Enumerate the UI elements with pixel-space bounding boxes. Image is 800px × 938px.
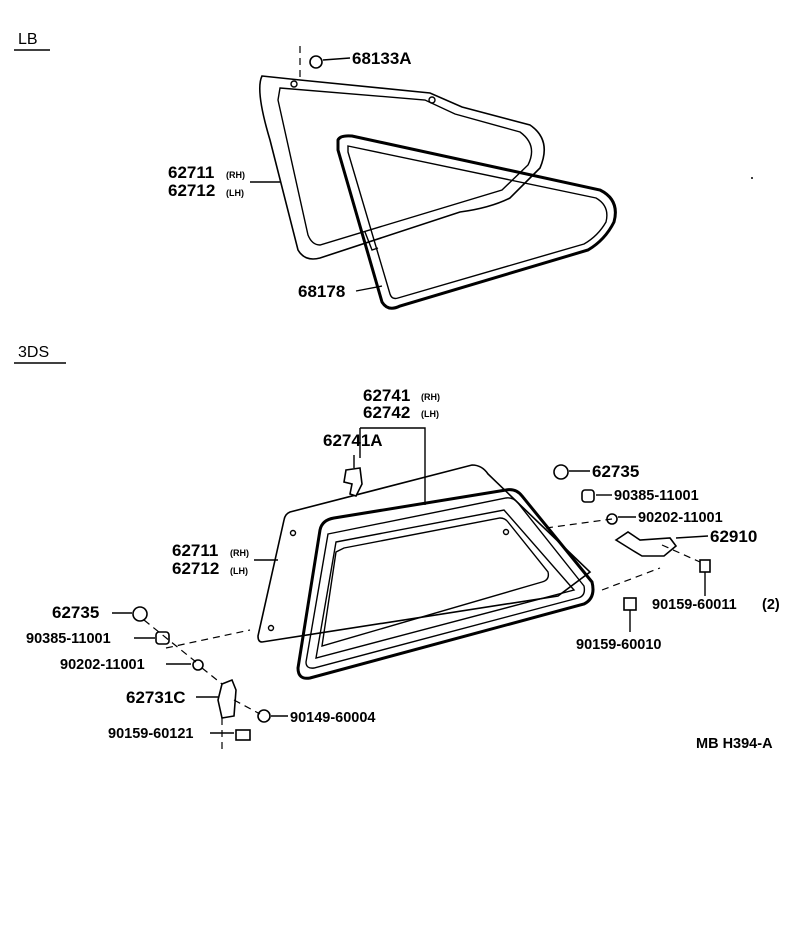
label-qty-2: (2) [762, 597, 780, 613]
lb-weatherstrip-inner [347, 145, 608, 300]
label-62741: 62741 [363, 386, 410, 405]
ds-hinge-62731c [217, 678, 237, 719]
label-62742: 62742 [363, 403, 410, 422]
label-lb-62711-rh: (RH) [226, 170, 245, 180]
label-62735-left: 62735 [52, 603, 99, 622]
lb-quarter-glass [258, 75, 546, 260]
label-90385-right: 90385-11001 [614, 488, 699, 504]
label-lb-62712-lh: (LH) [226, 188, 244, 198]
lb-weatherstrip-callout [355, 285, 383, 292]
label-68178: 68178 [298, 282, 345, 301]
ds-spacer-right [581, 489, 595, 503]
ds-glass-hole-1 [289, 529, 297, 537]
ds-moulding-clip-62741a [343, 467, 363, 497]
label-68133a: 68133A [352, 49, 412, 68]
label-62910: 62910 [710, 527, 757, 546]
ds-cap-left [132, 606, 148, 622]
label-62741a: 62741A [323, 431, 383, 450]
ds-washer-left [192, 659, 204, 671]
label-62741-rh: (RH) [421, 392, 440, 402]
label-lb-62711: 62711 [168, 163, 214, 182]
lb-clip-callout [322, 57, 351, 61]
ds-screw-hinge [235, 729, 251, 741]
label-lb-62712: 62712 [168, 181, 215, 200]
ds-latch-callout [675, 535, 709, 539]
ds-moulding-inner-3 [321, 517, 550, 647]
ds-assembly-line-left-1 [165, 629, 251, 649]
lb-glass-hole [428, 96, 436, 104]
section-label-lb: LB [18, 31, 38, 48]
ds-assembly-line-left-3 [201, 667, 223, 685]
ds-screw-lower [623, 597, 637, 611]
lb-weatherstrip-lip [364, 231, 379, 251]
label-ds-62711-rh: (RH) [230, 548, 249, 558]
ds-assembly-line-left-2 [143, 619, 197, 663]
label-90159-60010: 90159-60010 [576, 637, 661, 653]
ds-cap-right [553, 464, 569, 480]
ds-moulding-inner-1 [305, 497, 586, 669]
label-90202-left: 90202-11001 [60, 657, 145, 673]
ds-assembly-line-right-2 [601, 567, 661, 591]
ds-assembly-line-left-4 [233, 699, 261, 715]
diagram-code: MB H394-A [696, 736, 773, 752]
label-ds-62711: 62711 [172, 541, 218, 560]
label-62731c: 62731C [126, 688, 186, 707]
ds-nut [257, 709, 271, 723]
ds-moulding-inner-2 [315, 509, 576, 659]
ds-glass-hole-2 [267, 624, 275, 632]
ds-quarter-glass-panel [257, 464, 592, 643]
lb-glass-hole-2 [290, 80, 298, 88]
label-90159-60011: 90159-60011 [652, 597, 737, 613]
ds-moulding-callout [360, 427, 426, 505]
label-62742-lh: (LH) [421, 409, 439, 419]
lb-quarter-glass-inner [277, 87, 533, 246]
ds-assembly-line-right-3 [661, 544, 701, 563]
label-ds-62712: 62712 [172, 559, 219, 578]
label-90159-60121: 90159-60121 [108, 726, 193, 742]
ds-assembly-line-right-1 [545, 518, 613, 529]
lb-clip-68133a [309, 55, 323, 69]
ds-spacer-left [155, 631, 170, 645]
ds-latch-62910 [614, 531, 678, 557]
label-90202-right: 90202-11001 [638, 510, 723, 526]
label-90385-left: 90385-11001 [26, 631, 111, 647]
label-62735-right: 62735 [592, 462, 639, 481]
stray-dot [751, 177, 753, 179]
lb-weatherstrip [336, 134, 617, 310]
ds-moulding [296, 488, 595, 680]
label-ds-62712-lh: (LH) [230, 566, 248, 576]
label-90149-60004: 90149-60004 [290, 710, 375, 726]
ds-glass-hole-3 [502, 528, 510, 536]
section-label-3ds: 3DS [18, 344, 49, 361]
ds-screw-latch [699, 559, 711, 573]
